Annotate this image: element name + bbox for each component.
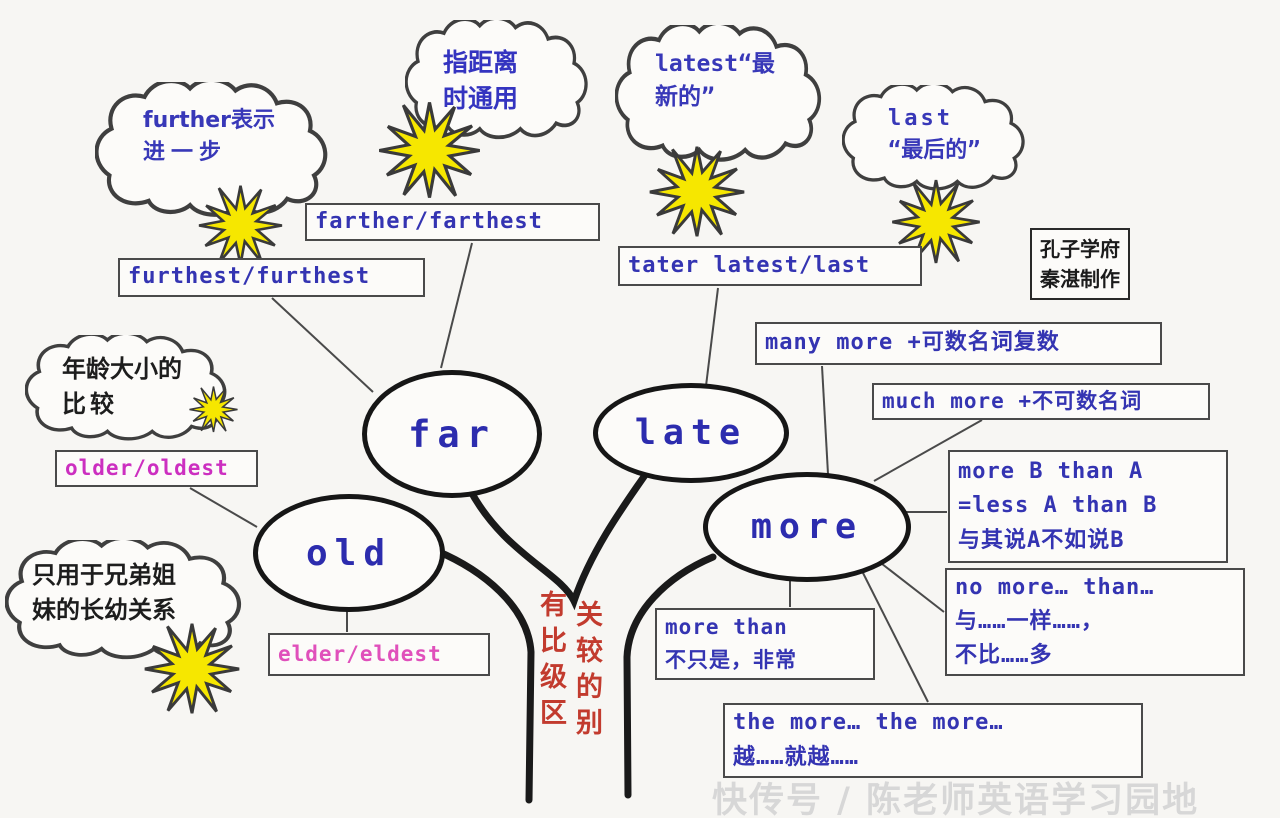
- box-no-more-line2: 与……一样……，: [955, 608, 1104, 634]
- box-later-label: tater latest/last: [628, 252, 871, 278]
- box-later-latest-last: tater latest/last: [618, 246, 922, 286]
- trunk-branch-far-late: [465, 464, 654, 611]
- box-elder-label: elder/eldest: [278, 642, 442, 667]
- connector-more-muchmore: [873, 419, 983, 482]
- connector-more-themore: [859, 566, 929, 703]
- trunk-char: 有: [540, 590, 567, 621]
- cloud-further-line1: further表示: [143, 108, 276, 133]
- ellipse-more: more: [703, 472, 911, 582]
- connector-far-farther: [440, 242, 473, 369]
- credit-line2: 秦湛制作: [1040, 267, 1120, 291]
- cloud-siblings-line2: 妹的长幼关系: [32, 595, 176, 624]
- tree-trunk-branches: [433, 464, 717, 804]
- cloud-further-line2: 进一步: [143, 139, 228, 165]
- connector-old-older: [189, 487, 258, 528]
- ellipse-far: far: [362, 370, 542, 498]
- box-no-more-line1: no more… than…: [955, 574, 1155, 600]
- cloud-siblings-line1: 只用于兄弟姐: [32, 561, 176, 589]
- cloud-last: last “最后的”: [888, 103, 981, 167]
- ellipse-late: late: [593, 383, 789, 483]
- box-more-than-line1: more than: [665, 615, 788, 640]
- box-more-b-line2: =less A than B: [958, 493, 1158, 519]
- box-older-oldest: older/oldest: [55, 450, 258, 487]
- box-many-more: many more +可数名词复数: [755, 322, 1162, 365]
- box-furthest-furthest: furthest/furthest: [118, 258, 425, 297]
- box-the-more-the-more: the more… the more… 越……就越……: [723, 703, 1143, 778]
- trunk-char: 关: [576, 600, 603, 631]
- cloud-last-line2: “最后的”: [888, 137, 981, 163]
- connector-far-furthest: [271, 297, 374, 393]
- cloud-distance-line2: 时通用: [443, 84, 519, 114]
- box-more-b-line1: more B than A: [958, 459, 1144, 485]
- cloud-latest: latest“最 新的”: [655, 48, 775, 115]
- box-the-more-line1: the more… the more…: [733, 710, 1004, 736]
- box-much-more: much more +不可数名词: [872, 383, 1210, 420]
- credit-box: 孔子学府 秦湛制作: [1030, 228, 1130, 300]
- ellipse-old-label: old: [305, 532, 393, 574]
- box-the-more-line2: 越……就越……: [733, 744, 859, 770]
- cloud-further: further表示 进一步: [143, 105, 275, 169]
- box-no-more-than: no more… than… 与……一样……， 不比……多: [945, 568, 1245, 676]
- box-farther-label: farther/farthest: [315, 208, 543, 234]
- connector-more-manymore: [821, 365, 829, 475]
- connector-late-later: [705, 287, 719, 387]
- box-farther-farthest: farther/farthest: [305, 203, 600, 241]
- ellipse-more-label: more: [750, 507, 864, 547]
- trunk-branch-old: [433, 547, 535, 804]
- cloud-age-line1: 年龄大小的: [62, 355, 182, 383]
- trunk-caption: 有 关 比 较 级 的 区 别: [540, 590, 604, 737]
- cloud-siblings: 只用于兄弟姐 妹的长幼关系: [32, 558, 176, 628]
- watermark-text: 快传号 / 陈老师英语学习园地: [712, 781, 1200, 818]
- ellipse-far-label: far: [408, 412, 496, 456]
- trunk-char: 级: [540, 662, 567, 693]
- cloud-latest-line1: latest“最: [655, 51, 775, 77]
- ellipse-late-label: late: [634, 413, 748, 453]
- box-more-b-than-a: more B than A =less A than B 与其说A不如说B: [948, 450, 1228, 563]
- box-many-more-label: many more +可数名词复数: [765, 330, 1060, 356]
- trunk-branch-more: [623, 553, 717, 799]
- box-more-b-line3: 与其说A不如说B: [958, 527, 1125, 553]
- trunk-char: 别: [576, 708, 603, 739]
- box-much-more-label: much more +不可数名词: [882, 389, 1143, 414]
- trunk-char: 的: [576, 672, 603, 703]
- box-no-more-line3: 不比……多: [955, 643, 1053, 669]
- cloud-age-line2: 比较: [62, 389, 118, 418]
- ellipse-old: old: [253, 494, 445, 612]
- box-more-than: more than 不只是，非常: [655, 608, 875, 680]
- box-older-label: older/oldest: [65, 456, 229, 481]
- box-elder-eldest: elder/eldest: [268, 633, 490, 676]
- cloud-age: 年龄大小的 比较: [62, 352, 182, 422]
- trunk-char: 比: [540, 626, 567, 657]
- cloud-latest-line2: 新的”: [655, 84, 715, 111]
- cloud-distance: 指距离 时通用: [443, 45, 518, 118]
- cloud-distance-line1: 指距离: [443, 48, 519, 77]
- box-furthest-label: furthest/furthest: [128, 264, 371, 290]
- box-more-than-line2: 不只是，非常: [665, 648, 797, 672]
- trunk-char: 区: [540, 698, 567, 729]
- trunk-char: 较: [576, 636, 603, 667]
- credit-line1: 孔子学府: [1040, 237, 1120, 261]
- cloud-last-line1: last: [888, 106, 953, 131]
